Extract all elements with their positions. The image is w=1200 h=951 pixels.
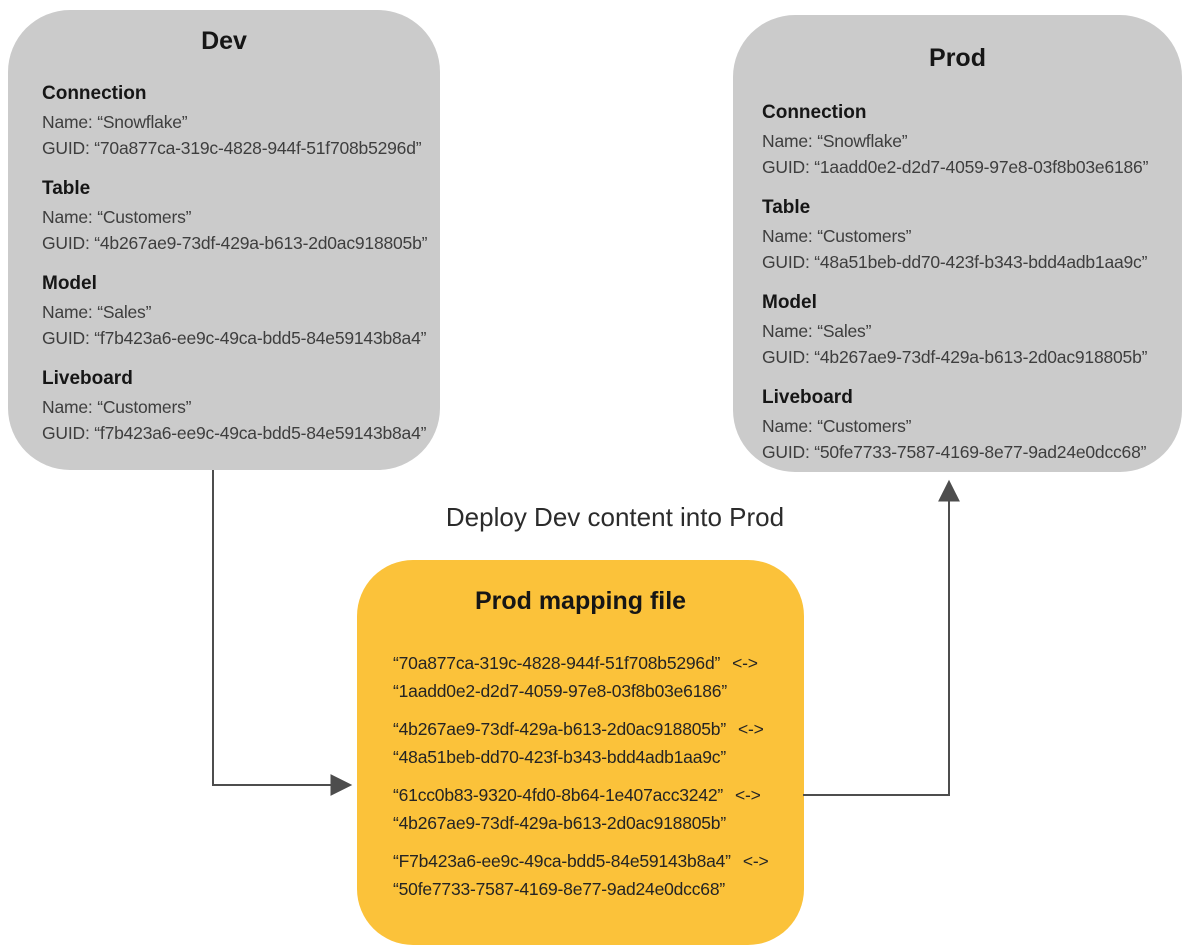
mapping-list: “70a877ca-319c-4828-944f-51f708b5296d” <-… bbox=[357, 649, 804, 903]
prod-section-table: Table Name: “Customers” GUID: “48a51beb-… bbox=[762, 193, 1172, 275]
dev-section-table: Table Name: “Customers” GUID: “4b267ae9-… bbox=[42, 174, 430, 256]
prod-section-model: Model Name: “Sales” GUID: “4b267ae9-73df… bbox=[762, 288, 1172, 370]
section-heading: Model bbox=[42, 273, 97, 294]
guid-line: GUID: “4b267ae9-73df-429a-b613-2d0ac9188… bbox=[42, 233, 428, 253]
guid-line: GUID: “1aadd0e2-d2d7-4059-97e8-03f8b03e6… bbox=[762, 157, 1149, 177]
section-heading: Table bbox=[762, 197, 811, 218]
prod-guid-line: “4b267ae9-73df-429a-b613-2d0ac918805b” bbox=[393, 813, 726, 833]
mapping-to-prod-arrow bbox=[803, 479, 960, 796]
name-line: Name: “Customers” bbox=[762, 416, 912, 436]
dev-guid-line: “F7b423a6-ee9c-49ca-bdd5-84e59143b8a4” <-… bbox=[393, 847, 796, 875]
mapping-box-title: Prod mapping file bbox=[474, 587, 687, 615]
prod-box-title: Prod bbox=[929, 44, 986, 72]
dev-guid: “F7b423a6-ee9c-49ca-bdd5-84e59143b8a4” bbox=[393, 851, 731, 871]
map-arrow-glyph: <-> bbox=[737, 719, 764, 739]
prod-guid-line: “48a51beb-dd70-423f-b343-bdd4adb1aa9c” bbox=[393, 747, 726, 767]
mapping-pair: “61cc0b83-9320-4fd0-8b64-1e407acc3242” <-… bbox=[393, 781, 796, 837]
dev-guid: “70a877ca-319c-4828-944f-51f708b5296d” bbox=[393, 653, 721, 673]
dev-section-liveboard: Liveboard Name: “Customers” GUID: “f7b42… bbox=[42, 364, 430, 446]
dev-guid: “61cc0b83-9320-4fd0-8b64-1e407acc3242” bbox=[393, 785, 724, 805]
dev-guid-line: “4b267ae9-73df-429a-b613-2d0ac918805b” <-… bbox=[393, 715, 796, 743]
prod-guid-line: “50fe7733-7587-4169-8e77-9ad24e0dcc68” bbox=[393, 879, 725, 899]
guid-line: GUID: “48a51beb-dd70-423f-b343-bdd4adb1a… bbox=[762, 252, 1148, 272]
prod-section-connection: Connection Name: “Snowflake” GUID: “1aad… bbox=[762, 98, 1172, 180]
dev-section-model: Model Name: “Sales” GUID: “f7b423a6-ee9c… bbox=[42, 269, 430, 351]
map-arrow-glyph: <-> bbox=[732, 653, 758, 673]
mapping-pair: “4b267ae9-73df-429a-b613-2d0ac918805b” <-… bbox=[393, 715, 796, 771]
section-heading: Liveboard bbox=[42, 368, 133, 389]
section-heading: Connection bbox=[42, 83, 147, 104]
section-heading: Liveboard bbox=[762, 387, 853, 408]
section-heading: Model bbox=[762, 292, 817, 313]
guid-line: GUID: “70a877ca-319c-4828-944f-51f708b52… bbox=[42, 138, 422, 158]
name-line: Name: “Customers” bbox=[42, 397, 192, 417]
dev-guid: “4b267ae9-73df-429a-b613-2d0ac918805b” bbox=[393, 719, 726, 739]
section-heading: Table bbox=[42, 178, 91, 199]
prod-box-content: Connection Name: “Snowflake” GUID: “1aad… bbox=[733, 98, 1182, 465]
deploy-caption: Deploy Dev content into Prod bbox=[445, 502, 785, 532]
name-line: Name: “Snowflake” bbox=[762, 131, 908, 151]
dev-environment-box: Dev Connection Name: “Snowflake” GUID: “… bbox=[8, 10, 440, 470]
map-arrow-glyph: <-> bbox=[735, 785, 761, 805]
prod-section-liveboard: Liveboard Name: “Customers” GUID: “50fe7… bbox=[762, 383, 1172, 465]
guid-line: GUID: “f7b423a6-ee9c-49ca-bdd5-84e59143b… bbox=[42, 423, 427, 443]
name-line: Name: “Customers” bbox=[762, 226, 912, 246]
mapping-pair: “F7b423a6-ee9c-49ca-bdd5-84e59143b8a4” <-… bbox=[393, 847, 796, 903]
dev-section-connection: Connection Name: “Snowflake” GUID: “70a8… bbox=[42, 79, 430, 161]
name-line: Name: “Customers” bbox=[42, 207, 192, 227]
dev-guid-line: “70a877ca-319c-4828-944f-51f708b5296d” <-… bbox=[393, 649, 796, 677]
name-line: Name: “Snowflake” bbox=[42, 112, 188, 132]
section-heading: Connection bbox=[762, 102, 867, 123]
prod-environment-box: Prod Connection Name: “Snowflake” GUID: … bbox=[733, 15, 1182, 472]
dev-box-title: Dev bbox=[201, 27, 247, 55]
prod-guid-line: “1aadd0e2-d2d7-4059-97e8-03f8b03e6186” bbox=[393, 681, 727, 701]
guid-line: GUID: “50fe7733-7587-4169-8e77-9ad24e0dc… bbox=[762, 442, 1147, 462]
guid-line: GUID: “4b267ae9-73df-429a-b613-2d0ac9188… bbox=[762, 347, 1148, 367]
map-arrow-glyph: <-> bbox=[742, 851, 769, 871]
dev-to-mapping-arrow bbox=[212, 470, 353, 796]
mapping-pair: “70a877ca-319c-4828-944f-51f708b5296d” <-… bbox=[393, 649, 796, 705]
dev-box-content: Connection Name: “Snowflake” GUID: “70a8… bbox=[8, 79, 440, 446]
dev-guid-line: “61cc0b83-9320-4fd0-8b64-1e407acc3242” <-… bbox=[393, 781, 796, 809]
name-line: Name: “Sales” bbox=[42, 302, 152, 322]
prod-mapping-file-box: Prod mapping file “70a877ca-319c-4828-94… bbox=[357, 560, 804, 945]
guid-line: GUID: “f7b423a6-ee9c-49ca-bdd5-84e59143b… bbox=[42, 328, 427, 348]
name-line: Name: “Sales” bbox=[762, 321, 872, 341]
